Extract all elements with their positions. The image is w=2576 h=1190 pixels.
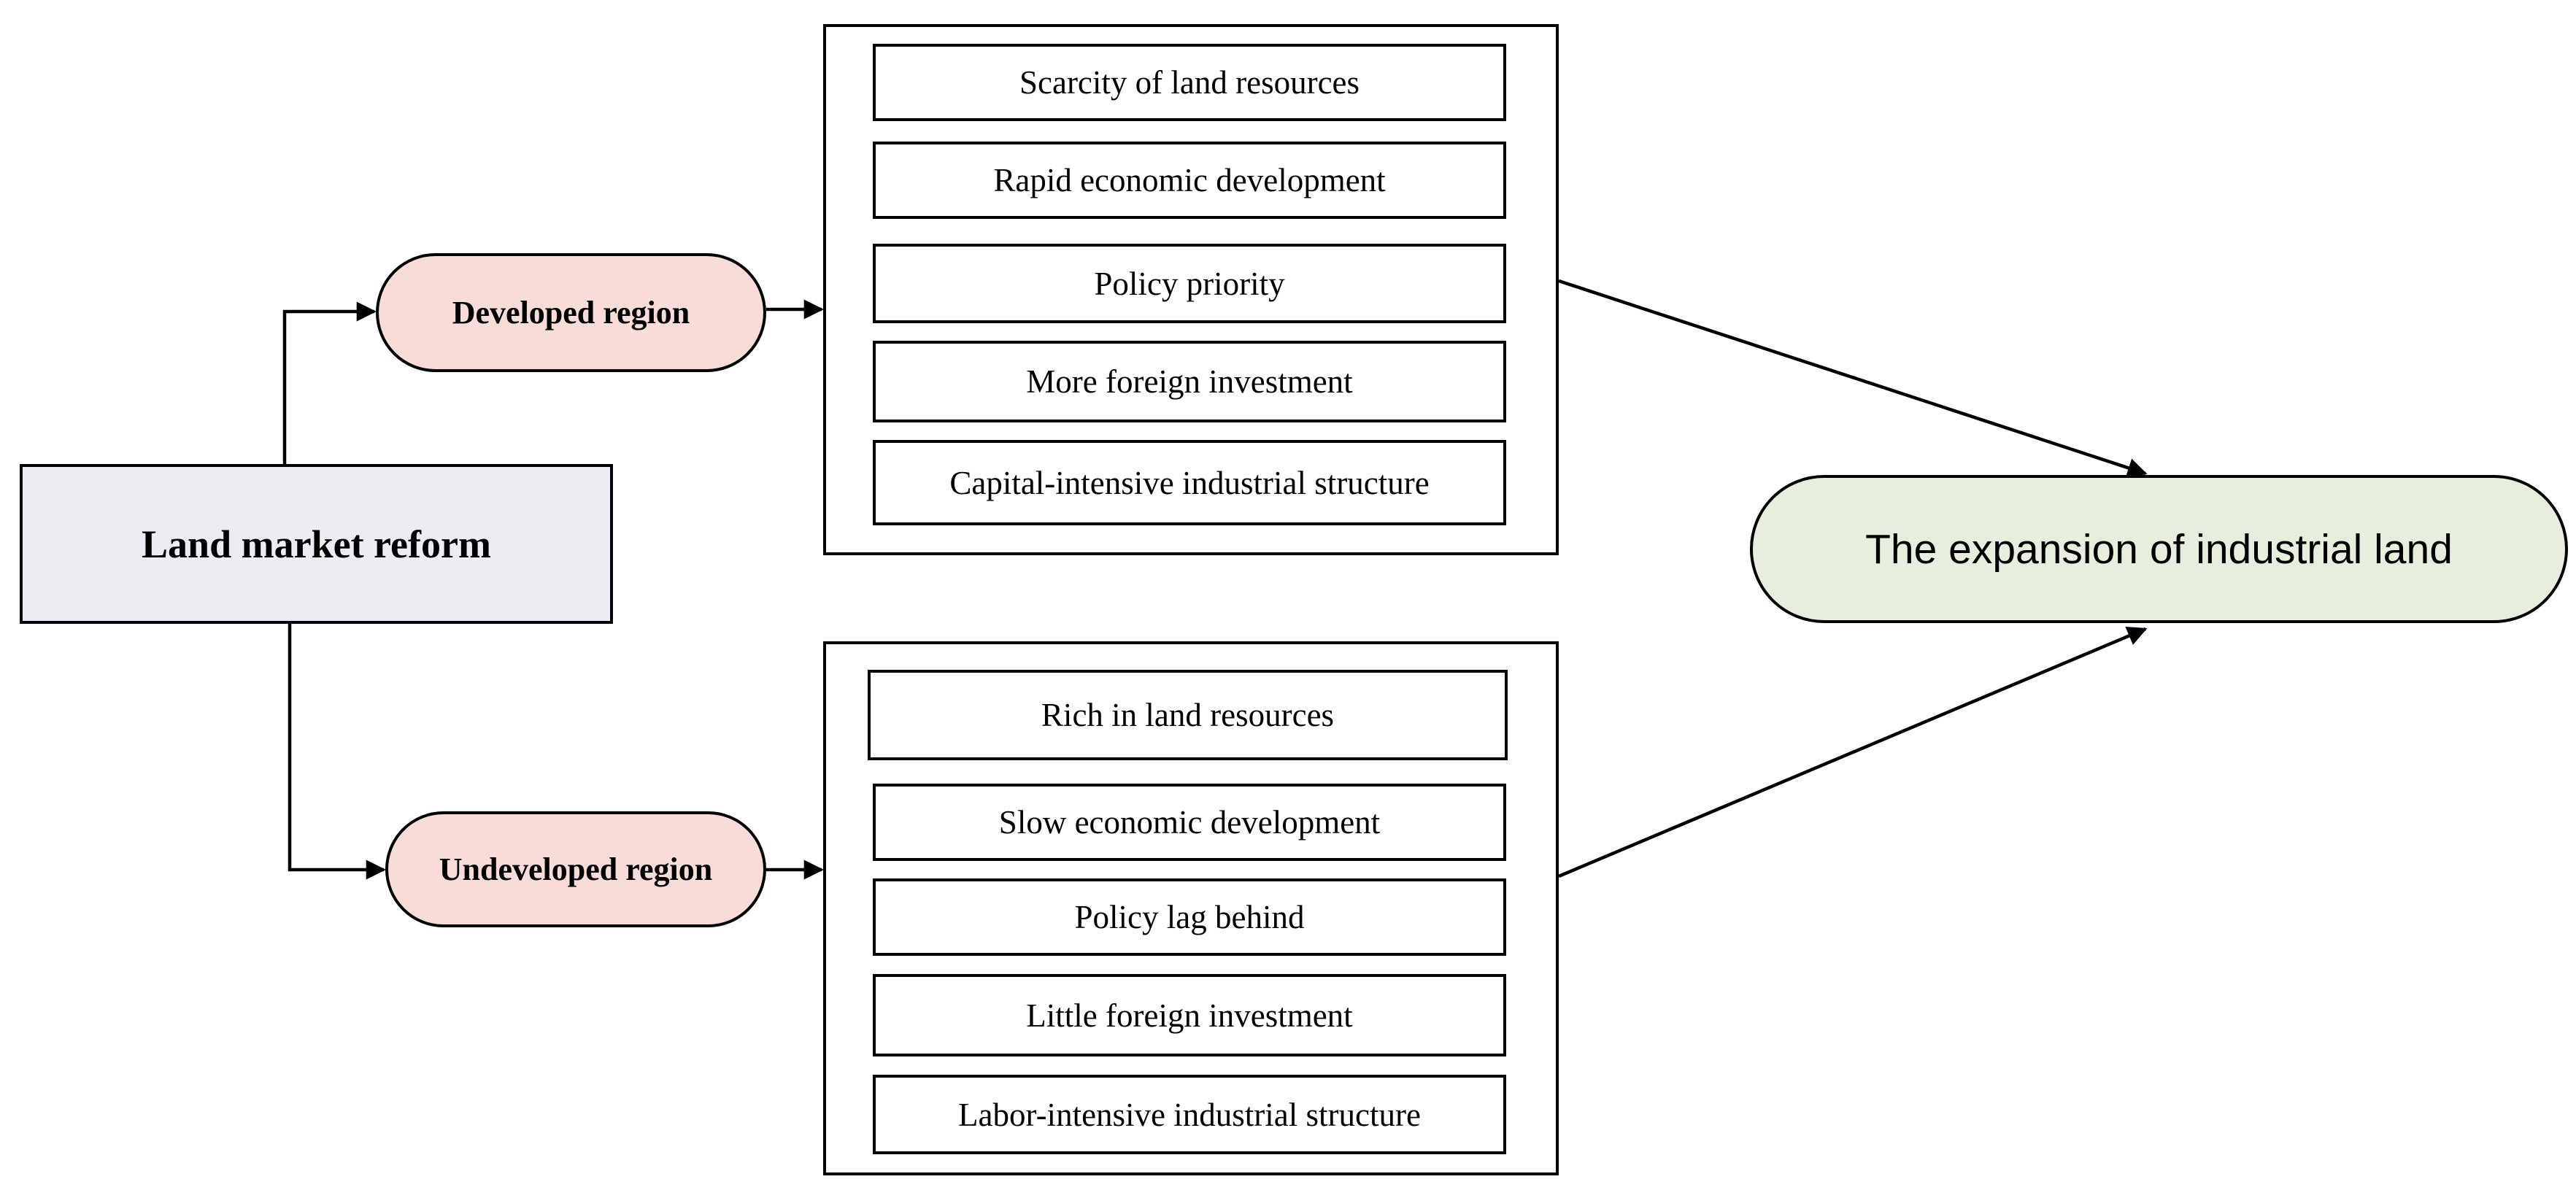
factor-undeveloped-2: Slow economic development: [873, 784, 1506, 861]
factor-undeveloped-3: Policy lag behind: [873, 878, 1506, 956]
undeveloped-region-node: Undeveloped region: [385, 811, 766, 927]
factor-undeveloped-4: Little foreign investment: [873, 974, 1506, 1056]
factor-developed-1: Scarcity of land resources: [873, 44, 1506, 121]
factor-developed-3: Policy priority: [873, 244, 1506, 323]
arrow-reform-to-undeveloped: [288, 624, 386, 880]
arrow-developed-factors-to-expansion: [1558, 279, 2148, 478]
arrow-reform-to-developed: [282, 301, 377, 464]
factor-undeveloped-1: Rich in land resources: [868, 670, 1508, 760]
factor-undeveloped-5: Labor-intensive industrial structure: [873, 1075, 1506, 1154]
arrow-undeveloped-factors-to-expansion: [1558, 627, 2148, 878]
industrial-land-expansion-node: The expansion of industrial land: [1750, 475, 2568, 623]
factor-developed-5: Capital-intensive industrial structure: [873, 440, 1506, 525]
land-market-reform-box: Land market reform: [20, 464, 613, 624]
factor-developed-2: Rapid economic development: [873, 142, 1506, 219]
factor-developed-4: More foreign investment: [873, 341, 1506, 422]
developed-region-node: Developed region: [376, 253, 766, 372]
